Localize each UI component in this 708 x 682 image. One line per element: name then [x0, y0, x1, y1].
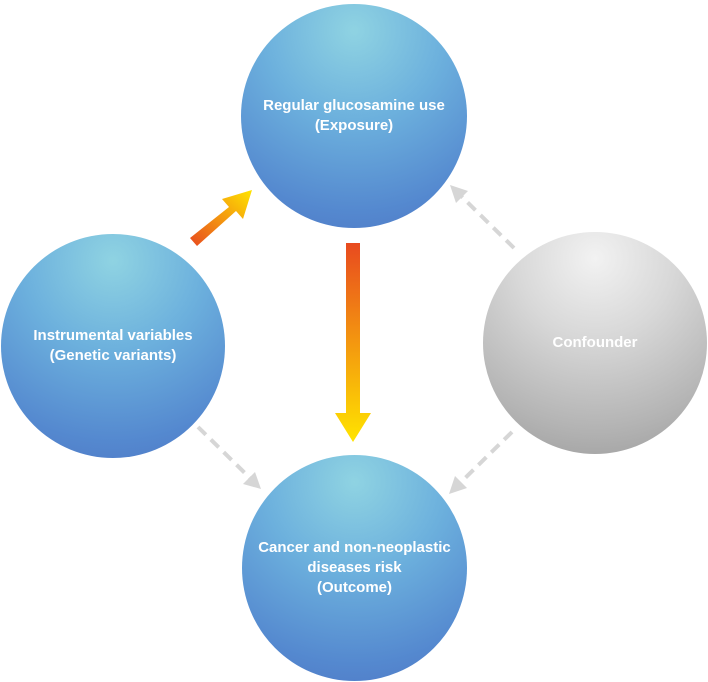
confounder-node: Confounder — [483, 232, 707, 454]
arrow-exposure-to-outcome — [335, 243, 371, 442]
dashed-arrow-instrument-to-outcome — [196, 425, 261, 489]
outcome-label-2: diseases risk — [307, 559, 402, 576]
confounder-label: Confounder — [552, 334, 638, 351]
dashed-arrow-confounder-to-exposure — [450, 185, 516, 250]
outcome-node: Cancer and non-neoplastic diseases risk … — [242, 455, 467, 681]
exposure-label: Regular glucosamine use — [263, 97, 445, 114]
instrument-label: Instrumental variables — [33, 327, 193, 344]
exposure-node: Regular glucosamine use (Exposure) — [241, 4, 467, 228]
outcome-label: Cancer and non-neoplastic — [258, 539, 451, 556]
arrow-instrument-to-exposure — [190, 190, 252, 246]
dashed-arrow-confounder-to-outcome — [449, 430, 514, 494]
exposure-sublabel: (Exposure) — [314, 117, 394, 134]
outcome-sublabel: (Outcome) — [317, 579, 392, 596]
instrument-sublabel: (Genetic variants) — [49, 347, 177, 364]
instrumental-variables-node: Instrumental variables (Genetic variants… — [1, 234, 225, 458]
